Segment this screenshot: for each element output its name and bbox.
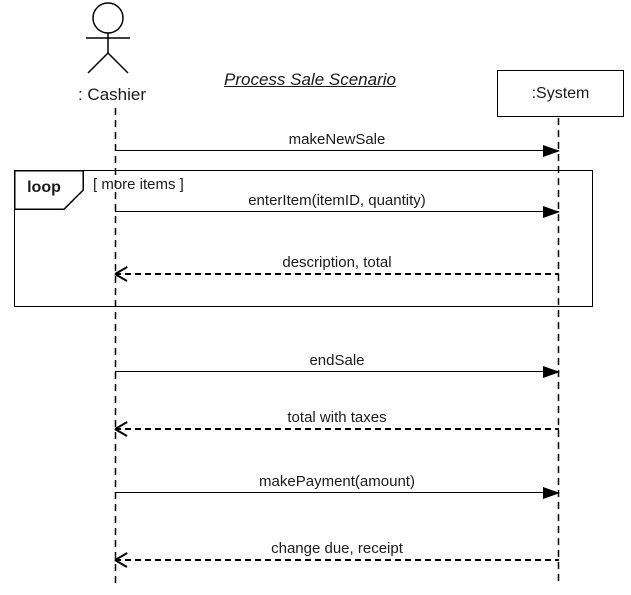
filled-arrowhead-icon — [543, 145, 560, 157]
system-participant-box: :System — [497, 70, 624, 117]
message-make-new-sale: makeNewSale — [115, 131, 560, 157]
sync-arrow — [115, 206, 560, 218]
message-label: enterItem(itemID, quantity) — [248, 192, 426, 209]
message-label: description, total — [282, 254, 392, 271]
sync-arrow — [115, 487, 560, 499]
return-arrow — [115, 559, 559, 561]
diagram-title: Process Sale Scenario — [224, 70, 396, 89]
message-label: endSale — [309, 352, 365, 369]
message-description-total: description, total — [115, 254, 559, 275]
loop-operator-pentagon: loop — [14, 170, 84, 210]
system-label: :System — [531, 84, 590, 102]
filled-arrowhead-icon — [543, 366, 560, 378]
message-change-due-receipt: change due, receipt — [115, 540, 559, 561]
filled-arrowhead-icon — [543, 206, 560, 218]
message-label: makePayment(amount) — [259, 473, 415, 490]
message-enter-item: enterItem(itemID, quantity) — [115, 192, 560, 218]
message-end-sale: endSale — [115, 352, 560, 378]
sync-arrow — [115, 145, 560, 157]
message-total-with-taxes: total with taxes — [115, 409, 559, 430]
return-arrow — [115, 428, 559, 430]
filled-arrowhead-icon — [543, 487, 560, 499]
loop-fragment-frame — [14, 170, 593, 307]
loop-guard-label: [ more items ] — [93, 176, 184, 193]
sync-arrow — [115, 366, 560, 378]
message-label: total with taxes — [287, 409, 387, 426]
actor-stick-figure-icon — [86, 2, 130, 74]
message-label: makeNewSale — [288, 131, 386, 148]
return-arrow — [115, 273, 559, 275]
message-label: change due, receipt — [271, 540, 403, 557]
message-make-payment: makePayment(amount) — [115, 473, 560, 499]
loop-pentagon-shape — [14, 170, 84, 210]
actor-label: : Cashier — [77, 85, 147, 104]
loop-operator-label: loop — [27, 179, 61, 196]
